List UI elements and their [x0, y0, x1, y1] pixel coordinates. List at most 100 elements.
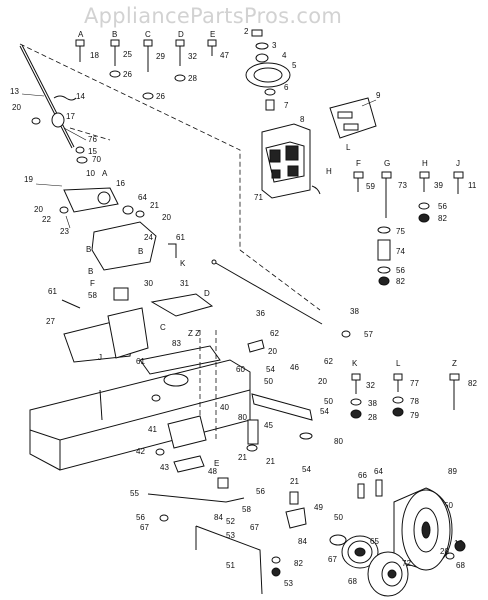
callout-J: J	[456, 159, 460, 168]
svg-text:6: 6	[284, 83, 289, 92]
svg-text:F: F	[90, 279, 95, 288]
svg-text:82: 82	[438, 214, 447, 223]
svg-text:20: 20	[12, 103, 21, 112]
svg-text:56: 56	[136, 513, 145, 522]
svg-text:51: 51	[226, 561, 235, 570]
callout-B: B	[112, 30, 117, 39]
svg-text:47: 47	[220, 51, 229, 60]
svg-text:28: 28	[368, 413, 377, 422]
svg-text:39: 39	[434, 181, 443, 190]
svg-text:59: 59	[366, 182, 375, 191]
svg-text:42: 42	[136, 447, 145, 456]
main-frame	[29, 330, 251, 471]
svg-text:79: 79	[410, 411, 419, 420]
svg-text:40: 40	[220, 403, 229, 412]
svg-text:62: 62	[270, 329, 279, 338]
svg-text:26: 26	[156, 92, 165, 101]
svg-text:15: 15	[88, 147, 97, 156]
cross-shaft-assembly: 62 20 60 54 50 40 80 46 62 20 50 54 45 2…	[220, 329, 343, 466]
svg-text:14: 14	[76, 92, 85, 101]
callout-L: L	[396, 359, 401, 368]
svg-text:57: 57	[364, 330, 373, 339]
svg-text:D: D	[204, 289, 210, 298]
drive-wheel: 89 50 12 20 68	[393, 467, 466, 571]
callout-Z: Z	[452, 359, 457, 368]
svg-text:65: 65	[370, 537, 379, 546]
svg-text:32: 32	[366, 381, 375, 390]
svg-text:50: 50	[444, 501, 453, 510]
svg-text:3: 3	[272, 41, 277, 50]
steering-wheel-assembly: 2 3 4 5 6 7	[244, 27, 297, 111]
svg-text:64: 64	[374, 467, 383, 476]
svg-text:20: 20	[318, 377, 327, 386]
svg-text:45: 45	[264, 421, 273, 430]
svg-text:K: K	[180, 259, 186, 268]
svg-text:5: 5	[292, 61, 297, 70]
svg-text:60: 60	[236, 365, 245, 374]
pulley-stack: 54 21 49 50 84 82 53 66 64 67 65 68	[271, 465, 383, 588]
svg-text:7: 7	[284, 101, 289, 110]
svg-text:36: 36	[256, 309, 265, 318]
lower-linkage: 55 48 56 84 58 52 67 56 67 53 51	[130, 467, 265, 595]
svg-text:A: A	[102, 169, 108, 178]
svg-text:53: 53	[226, 531, 235, 540]
svg-text:61: 61	[176, 233, 185, 242]
svg-text:10: 10	[86, 169, 95, 178]
svg-text:82: 82	[396, 277, 405, 286]
svg-text:61: 61	[48, 287, 57, 296]
svg-text:50: 50	[264, 377, 273, 386]
svg-text:24: 24	[144, 233, 153, 242]
callout-E: E	[210, 30, 215, 39]
svg-text:54: 54	[320, 407, 329, 416]
svg-text:50: 50	[324, 397, 333, 406]
svg-text:13: 13	[10, 87, 19, 96]
control-rod: 36 38 57	[211, 259, 373, 339]
callout-C: C	[145, 30, 151, 39]
svg-text:77: 77	[410, 379, 419, 388]
svg-text:49: 49	[314, 503, 323, 512]
svg-text:2: 2	[244, 27, 249, 36]
svg-text:C: C	[160, 323, 166, 332]
svg-text:46: 46	[290, 363, 299, 372]
svg-text:31: 31	[180, 279, 189, 288]
mounting-plates: 61 27 J F 58 30 31 D C Z Z 83 61	[46, 279, 214, 366]
svg-text:20: 20	[440, 547, 449, 556]
svg-text:20: 20	[162, 213, 171, 222]
svg-text:H: H	[326, 167, 332, 176]
svg-text:83: 83	[172, 339, 181, 348]
svg-text:21: 21	[150, 201, 159, 210]
dash-console: 8 H 71	[254, 115, 332, 202]
callout-H: H	[422, 159, 428, 168]
svg-text:B: B	[86, 245, 91, 254]
pulley-72: 72	[367, 551, 411, 597]
svg-text:67: 67	[250, 523, 259, 532]
callout-G: G	[384, 159, 390, 168]
svg-text:23: 23	[60, 227, 69, 236]
svg-text:56: 56	[396, 266, 405, 275]
svg-text:38: 38	[368, 399, 377, 408]
svg-text:52: 52	[226, 517, 235, 526]
svg-text:L: L	[346, 143, 351, 152]
svg-text:71: 71	[254, 193, 263, 202]
svg-text:72: 72	[402, 559, 411, 568]
top-bolts-row: A 18 B 25 26 C 29 26 D 32 28 E 47	[75, 30, 229, 101]
frame-outline	[19, 43, 321, 311]
svg-text:50: 50	[334, 513, 343, 522]
svg-text:56: 56	[256, 487, 265, 496]
callout-K: K	[352, 359, 358, 368]
svg-text:21: 21	[266, 457, 275, 466]
svg-text:26: 26	[123, 70, 132, 79]
svg-text:32: 32	[188, 52, 197, 61]
svg-text:78: 78	[410, 397, 419, 406]
svg-text:64: 64	[138, 193, 147, 202]
svg-text:20: 20	[34, 205, 43, 214]
steering-bracket: 19 10 A 16 20 22 23 64 21 20 24 B B B 61…	[24, 169, 186, 276]
svg-text:20: 20	[268, 347, 277, 356]
svg-text:19: 19	[24, 175, 33, 184]
svg-text:4: 4	[282, 51, 287, 60]
callout-D: D	[178, 30, 184, 39]
svg-text:58: 58	[88, 291, 97, 300]
svg-text:53: 53	[284, 579, 293, 588]
svg-text:80: 80	[238, 413, 247, 422]
far-right-hardware: K 32 38 28 L 77 78 79 Z 82	[350, 359, 477, 422]
